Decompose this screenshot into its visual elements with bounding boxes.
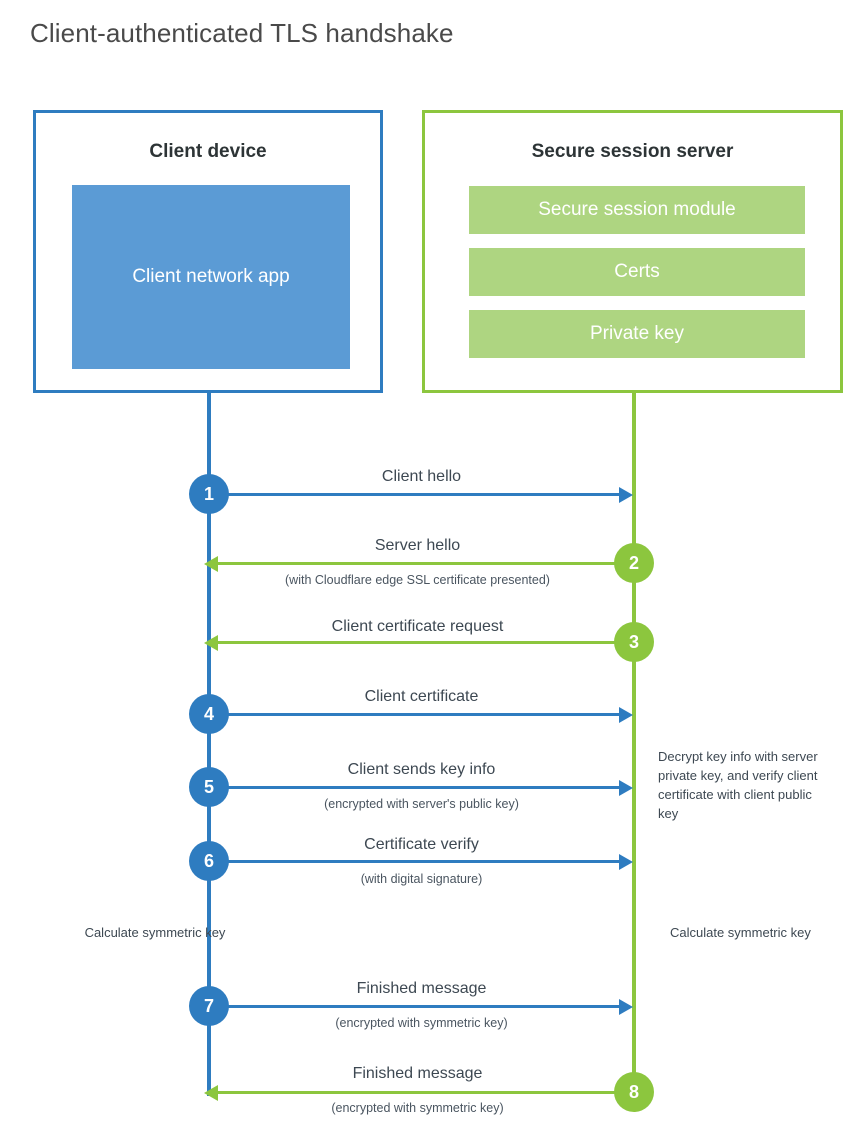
step-2-marker: 2 [614,543,654,583]
server-calculate-symmetric-key-note: Calculate symmetric key [670,925,811,940]
step-8-arrow-line [215,1091,619,1094]
server-decrypt-verify-note: Decrypt key info with server private key… [658,749,818,821]
step-2-sublabel: (with Cloudflare edge SSL certificate pr… [285,573,550,587]
step-7-label: Finished message [356,980,487,997]
step-7-arrow-head-icon [619,999,633,1015]
client-device-box: Client device Client network app [33,110,383,393]
step-5-marker: 5 [189,767,229,807]
step-8-sublabel: (encrypted with symmetric key) [331,1101,504,1115]
step-3-arrow-head-icon [204,635,218,651]
client-calculate-symmetric-key-note: Calculate symmetric key [84,925,226,940]
client-lifeline [207,393,211,1096]
server-bar-secure-session-module: Secure session module [469,186,805,234]
step-4-arrow-head-icon [619,707,633,723]
step-2-arrow-head-icon [204,556,218,572]
step-1-arrow-line [209,493,619,496]
step-7-sublabel: (encrypted with symmetric key) [335,1016,508,1030]
page-title: Client-authenticated TLS handshake [30,18,454,48]
step-2-arrow-line [215,562,619,565]
step-8-arrow-head-icon [204,1085,218,1101]
step-3-label: Client certificate request [331,618,504,635]
server-bar-certs: Certs [469,248,805,296]
step-4-arrow-line [209,713,619,716]
step-2-label: Server hello [374,537,461,554]
step-7-arrow-line [209,1005,619,1008]
step-1-label: Client hello [381,468,462,485]
secure-session-server-title: Secure session server [531,141,734,162]
step-6-label: Certificate verify [364,836,479,853]
step-6-arrow-line [209,860,619,863]
secure-session-server-box: Secure session server Secure session mod… [422,110,843,393]
step-1-marker: 1 [189,474,229,514]
step-5-arrow-head-icon [619,780,633,796]
step-3-arrow-line [215,641,619,644]
step-4-marker: 4 [189,694,229,734]
step-6-marker: 6 [189,841,229,881]
step-5-arrow-line [209,786,619,789]
step-8-label: Finished message [352,1065,483,1082]
step-8-marker: 8 [614,1072,654,1112]
server-lifeline [632,393,636,1092]
step-6-sublabel: (with digital signature) [360,872,483,886]
step-4-label: Client certificate [364,688,479,705]
client-network-app-block: Client network app [72,185,350,369]
step-1-arrow-head-icon [619,487,633,503]
step-5-sublabel: (encrypted with server's public key) [324,797,519,811]
step-7-marker: 7 [189,986,229,1026]
client-device-title: Client device [149,141,267,162]
server-bar-private-key: Private key [469,310,805,358]
step-5-label: Client sends key info [347,761,496,778]
step-3-marker: 3 [614,622,654,662]
step-6-arrow-head-icon [619,854,633,870]
